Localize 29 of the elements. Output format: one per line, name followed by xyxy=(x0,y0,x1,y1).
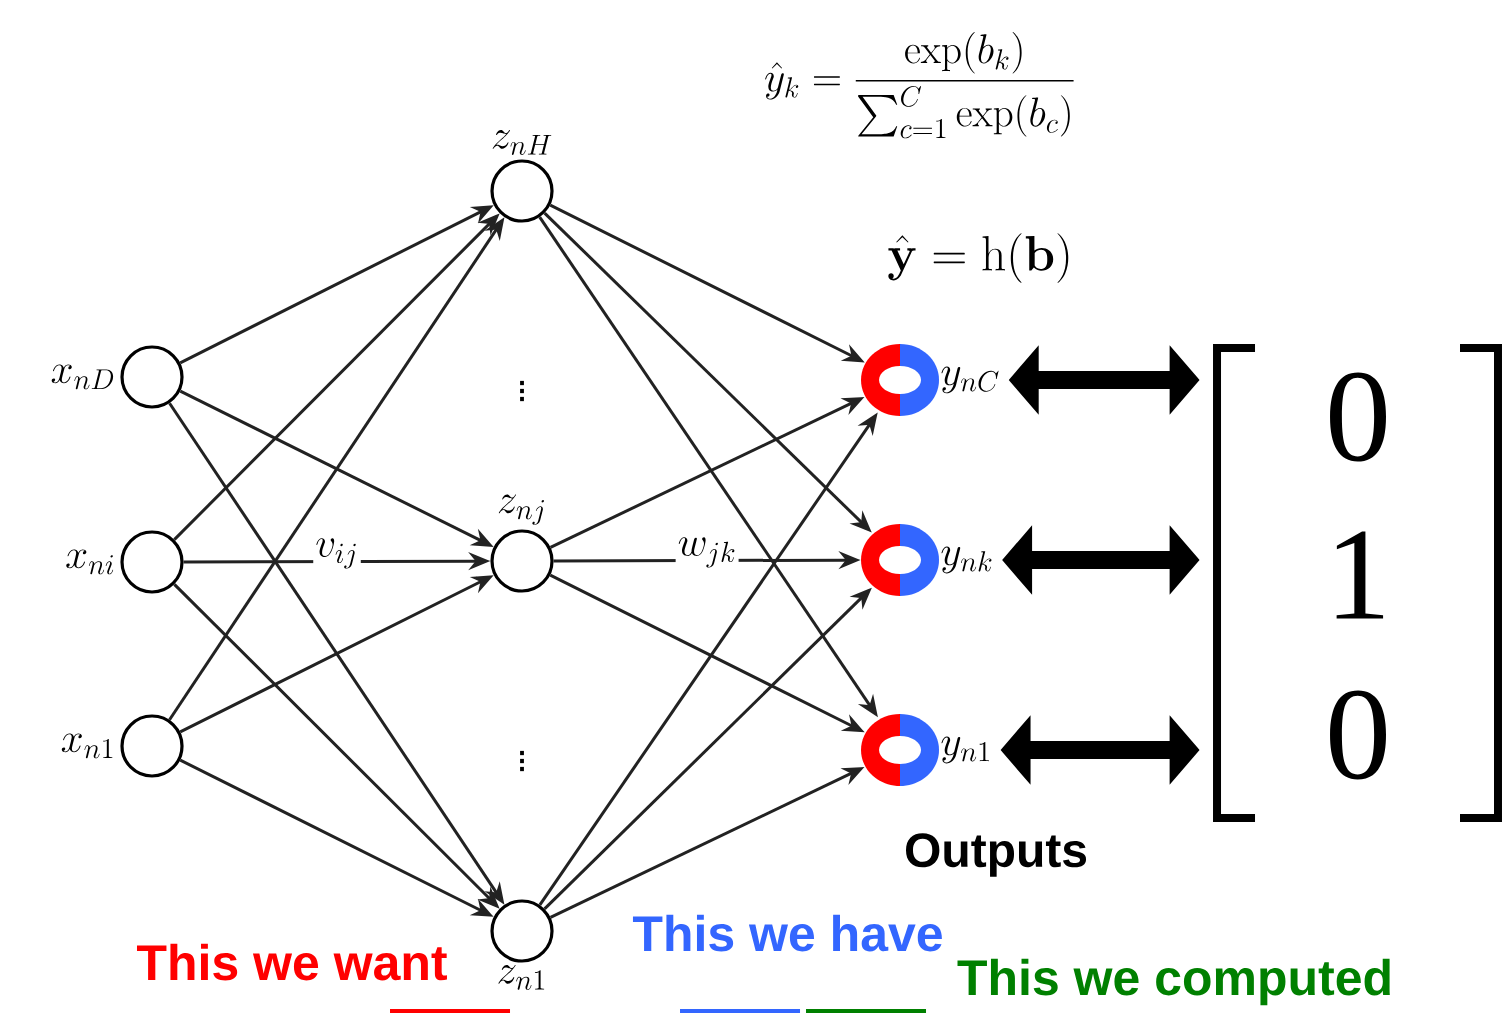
neuron-circle xyxy=(120,345,184,409)
caption-text: Outputs xyxy=(906,833,1087,877)
caption-text: This we have xyxy=(632,914,942,952)
node-label: $x_{nD}$ xyxy=(51,364,114,390)
node-label: $z_{n1}$ xyxy=(498,965,545,990)
vector-bracket: 0 1 0 xyxy=(1213,344,1502,822)
neuron-circle xyxy=(120,530,184,594)
node-label: $y_{nk}$ xyxy=(941,546,992,574)
node-label: $z_{nH}$ xyxy=(492,130,552,155)
formula: $\hat{\mathbf{y}} = \mathrm{h}(\mathbf{b})$ xyxy=(888,233,1069,283)
edge-label: $w_{jk}$ xyxy=(675,535,739,570)
node-label: $x_{n1}$ xyxy=(61,733,113,759)
neuron-circle xyxy=(120,714,184,778)
neuron-circle xyxy=(490,159,554,223)
output-ring xyxy=(861,344,939,416)
edge-label: $v_{ij}$ xyxy=(313,536,361,571)
node-label: $x_{ni}$ xyxy=(66,549,114,575)
caption-text: This we want xyxy=(137,943,447,981)
node-label: $z_{nj}$ xyxy=(498,494,544,525)
caption-text: This we computed xyxy=(957,958,1390,1006)
formula: $\vdots$ xyxy=(520,380,524,402)
node-label: $y_{n1}$ xyxy=(941,736,989,764)
node-label: $y_{nC}$ xyxy=(941,366,999,394)
output-ring xyxy=(861,524,939,596)
neuron-circle xyxy=(490,899,554,963)
formula: $\vdots$ xyxy=(520,750,524,772)
neuron-circle xyxy=(490,529,554,593)
formula: $\hat{y}_k = \frac{\exp(b_k)}{\sum_{c=1}^{C} \exp(b_c)}$ xyxy=(765,32,1074,139)
output-ring xyxy=(861,714,939,786)
